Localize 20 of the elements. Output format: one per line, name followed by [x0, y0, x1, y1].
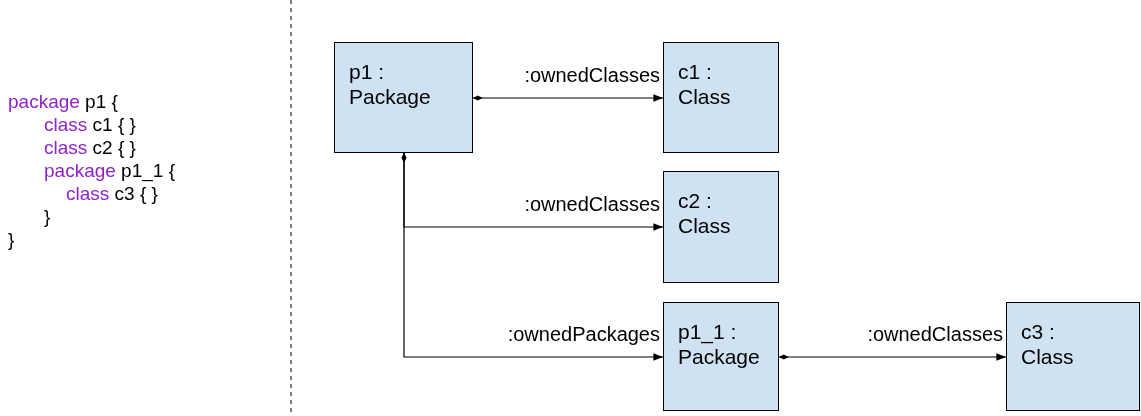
composition-arrow [472, 94, 664, 102]
object-box [663, 42, 779, 153]
composition-arrow [401, 152, 664, 361]
object-box [334, 42, 473, 153]
object-name: p1 : Package [349, 59, 432, 109]
object-name: p1_1 : Package [678, 319, 761, 369]
composition-arrow [778, 353, 1007, 361]
code-line: package p1_1 { [44, 159, 175, 182]
code-line: class c3 { } [66, 182, 158, 205]
object-box [663, 302, 779, 411]
code-line: package p1 { [8, 90, 118, 113]
object-name: c2 : Class [678, 188, 732, 238]
code-line: } [8, 228, 15, 251]
code-line: } [44, 205, 51, 228]
code-line: class c2 { } [44, 136, 136, 159]
code-line: class c1 { } [44, 113, 136, 136]
object-box [663, 171, 779, 283]
object-name: c1 : Class [678, 59, 732, 109]
object-name: c3 : Class [1021, 319, 1075, 369]
object-box [1006, 302, 1140, 411]
